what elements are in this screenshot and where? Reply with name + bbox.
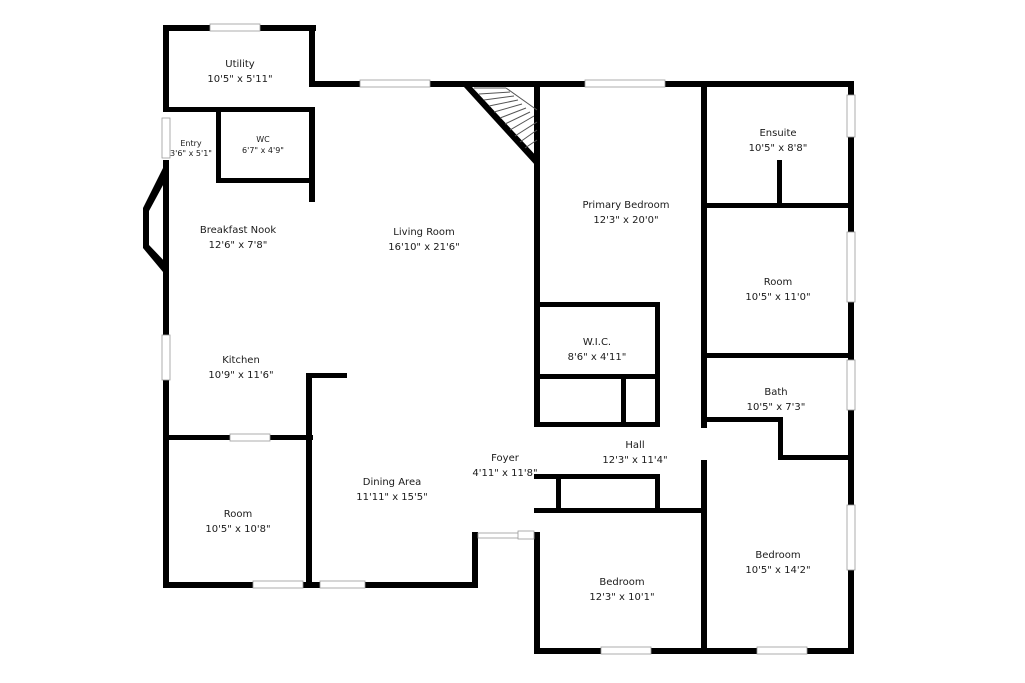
room-dims: 10'5" x 8'8" [749,143,808,154]
room-dims: 10'5" x 5'11" [207,74,272,85]
front-door-step [517,530,535,540]
window-bath [846,359,856,411]
room-dims: 16'10" x 21'6" [388,242,460,253]
room-name: Foyer [491,453,520,464]
wall-primary-west [534,87,540,427]
room-dims: 4'11" x 11'8" [472,468,537,479]
wall-wic-top [534,302,660,307]
wall-bedroom-divider [701,460,707,654]
room-dims: 11'11" x 15'5" [356,492,428,503]
wall-bottom-bedrooms [534,648,854,654]
stairs [474,87,538,149]
wall-utility-left [163,25,169,110]
entry-door [161,117,171,159]
wall-closet-right [655,374,660,427]
window-bedroom-south-bottom [600,646,652,655]
wall-foyer-step-left [472,532,478,588]
room-dims: 6'7" x 4'9" [242,146,284,155]
room-dims: 10'5" x 10'8" [205,524,270,535]
room-name: W.I.C. [583,337,611,348]
room-name: Bath [764,387,787,398]
room-dims: 3'6" x 5'1" [170,149,212,158]
room-name: Room [764,277,792,288]
wall-primary-east [701,87,707,360]
wall-top-main [309,81,854,87]
room-dims: 12'6" x 7'8" [209,240,268,251]
wall-wic-right [655,302,660,384]
wall-bath-inner-top [701,417,783,422]
wall-bath-bottom [778,455,854,460]
wall-room-east-bottom [701,353,854,358]
room-dims: 12'3" x 20'0" [593,215,658,226]
wall-bedroom-south-top [534,508,707,513]
wall-closet-bottom [534,422,660,427]
wall-closet-divider [621,374,626,427]
wall-utility-right [309,25,315,87]
room-dims: 8'6" x 4'11" [568,352,627,363]
wall-hall-closet-left [556,474,561,510]
wall-dining-west [306,374,312,588]
wall-hall-bottom [534,474,660,479]
windows [161,23,856,655]
window-bedroom-east [846,504,856,571]
room-name: Ensuite [759,128,796,139]
room-name: Dining Area [363,477,421,488]
window-primary-top [584,79,666,88]
wall-foyer-step-right [534,532,540,654]
wall-stair-diagonal [464,87,540,166]
room-name: Entry [180,139,202,148]
window-utility [209,23,261,32]
room-dims: 12'3" x 11'4" [602,455,667,466]
window-dining-bottom [319,580,366,589]
wall-bath-inner-right [778,417,783,459]
room-labels: Utility 10'5" x 5'11" Entry 3'6" x 5'1" … [170,59,811,603]
room-dims: 10'9" x 11'6" [208,370,273,381]
room-name: Hall [625,440,644,451]
room-name: Primary Bedroom [582,200,669,211]
door-room-west [229,433,271,442]
wall-wc-bottom [216,178,315,183]
room-dims: 12'3" x 10'1" [589,592,654,603]
wall-hall-closet-right [655,474,660,512]
room-name: Breakfast Nook [200,225,276,236]
window-ensuite [846,94,856,138]
room-name: Utility [225,59,254,70]
wall-utility-bottom [163,107,315,112]
room-name: Room [224,509,252,520]
room-name: Bedroom [755,550,800,561]
window-room-east [846,231,856,303]
room-name: Kitchen [222,355,260,366]
room-dims: 10'5" x 11'0" [745,292,810,303]
wall-wc-left [216,107,221,183]
wall-bay-window [143,168,169,272]
room-name: Living Room [393,227,454,238]
wall-ensuite-stub [777,160,782,206]
wall-bath-west [701,358,707,428]
wall-wc-right [309,107,315,202]
wall-wic-bottom [534,374,660,379]
room-dims: 10'5" x 14'2" [745,565,810,576]
window-bedroom-east-bottom [756,646,808,655]
window-kitchen [161,334,171,381]
window-living-top [359,79,431,88]
wall-kitchen-counter [306,373,347,378]
window-room-west-bottom [252,580,304,589]
room-name: Bedroom [599,577,644,588]
room-dims: 10'5" x 7'3" [747,402,806,413]
room-name: WC [256,135,270,144]
